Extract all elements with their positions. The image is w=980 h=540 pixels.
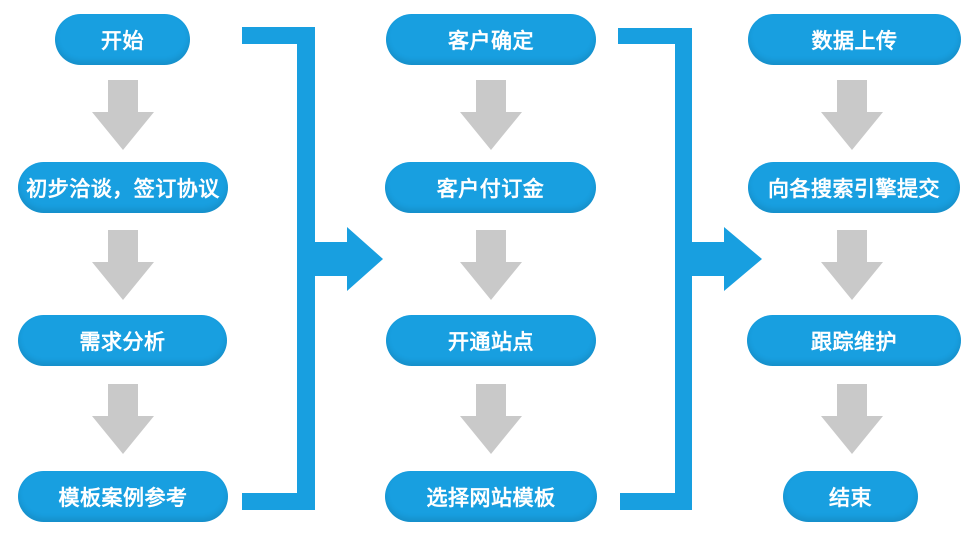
- flow-node-requirement-analysis: 需求分析: [18, 315, 227, 366]
- down-arrow-icon: [821, 230, 883, 300]
- flow-node-choose-website-template: 选择网站模板: [385, 471, 597, 522]
- right-arrow-icon: [724, 227, 762, 291]
- flow-node-open-site: 开通站点: [386, 315, 596, 366]
- flow-node-customer-confirm: 客户确定: [386, 14, 596, 65]
- flow-node-initial-talks-agreement: 初步洽谈，签订协议: [18, 162, 228, 213]
- connector-col1-to-col2: [242, 27, 383, 510]
- down-arrow-icon: [460, 80, 522, 150]
- down-arrow-icon: [821, 80, 883, 150]
- flow-node-end: 结束: [783, 471, 918, 522]
- flow-node-start: 开始: [55, 14, 190, 65]
- right-arrow-icon: [347, 227, 383, 291]
- down-arrow-icon: [92, 80, 154, 150]
- down-arrow-icon: [460, 230, 522, 300]
- down-arrow-icon: [92, 384, 154, 454]
- connector-col2-to-col3: [618, 28, 762, 510]
- flow-node-submit-to-search-engines: 向各搜索引擎提交: [748, 162, 960, 213]
- down-arrow-icon: [821, 384, 883, 454]
- down-arrow-icon: [460, 384, 522, 454]
- flow-node-data-upload: 数据上传: [748, 14, 961, 65]
- flow-node-tracking-maintenance: 跟踪维护: [747, 315, 961, 366]
- flow-node-customer-deposit: 客户付订金: [385, 162, 596, 213]
- down-arrow-icon: [92, 230, 154, 300]
- flow-node-template-case-reference: 模板案例参考: [18, 471, 228, 522]
